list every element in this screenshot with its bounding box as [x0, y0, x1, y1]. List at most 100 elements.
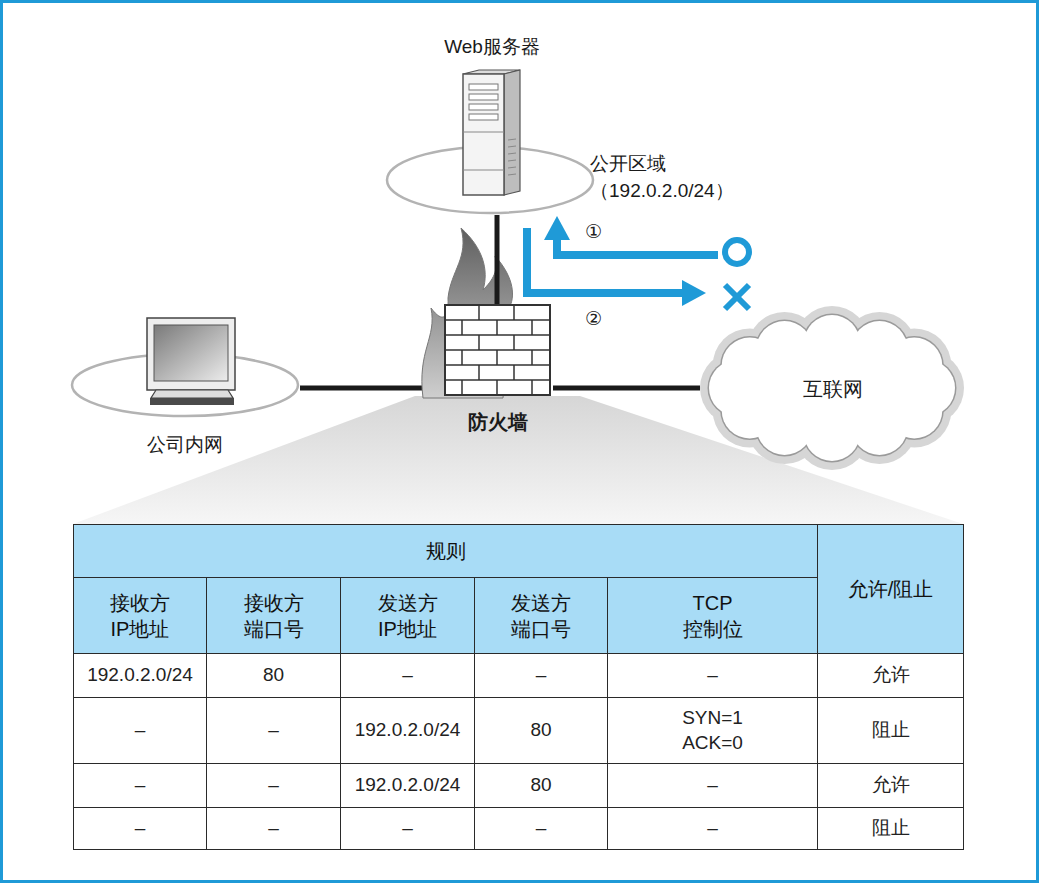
table-cell: 192.0.2.0/24 — [74, 654, 207, 698]
text-slot: 公司内网 — [70, 432, 300, 459]
uplink-wire — [495, 228, 500, 306]
node-label: 公开区域 （192.0.2.0/24） — [590, 153, 734, 201]
cell-text: 接收方 端口号 — [233, 590, 315, 642]
table-cell: 允许 — [818, 764, 964, 808]
intranet-ellipse: 公司内网 — [70, 352, 300, 418]
vent-line — [508, 174, 516, 175]
table-row: – – 192.0.2.0/24 80 SYN=1 ACK=0 阻止 — [74, 698, 964, 764]
drive-bay — [469, 84, 498, 90]
brick-joint — [478, 335, 480, 350]
node-label: 互联网 — [803, 378, 863, 400]
brick-joint — [461, 380, 463, 395]
table-cell: 192.0.2.0/24 — [341, 764, 475, 808]
cell-text: – — [536, 664, 547, 685]
brick-joint — [513, 365, 515, 380]
table-header-cell: 发送方 IP地址 — [341, 578, 475, 654]
vent-line — [508, 167, 516, 168]
cell-text: 80 — [530, 774, 551, 795]
table-header-cell: TCP 控制位 — [608, 578, 818, 654]
drive-bay — [469, 94, 498, 100]
text-slot: 防火墙 — [433, 408, 563, 436]
flow-arrow-allowed — [557, 238, 718, 255]
table-cell: – — [74, 808, 207, 850]
brick-joint — [478, 305, 480, 320]
table-cell: – — [608, 808, 818, 850]
arrow-head — [544, 216, 570, 240]
table-cell: – — [74, 764, 207, 808]
firewall-icon: 防火墙 — [443, 228, 553, 435]
cell-text: TCP 控制位 — [672, 590, 754, 642]
vent-line — [508, 146, 516, 147]
vent-line — [508, 139, 516, 140]
cell-text: – — [268, 774, 279, 795]
brick-joint — [478, 365, 480, 380]
cell-text: 允许 — [872, 774, 910, 795]
table-cell: – — [341, 654, 475, 698]
table-cell: 80 — [475, 764, 608, 808]
table-row: – – – – – 阻止 — [74, 808, 964, 850]
allow-mark — [725, 240, 749, 264]
callout-number: ② — [585, 309, 602, 328]
cell-text: – — [707, 817, 718, 838]
table-header-cell: 允许/阻止 — [818, 525, 964, 654]
text-slot: Web服务器 — [418, 34, 566, 61]
cell-text: 允许 — [872, 664, 910, 685]
node-shape — [443, 228, 553, 435]
server-front — [463, 74, 504, 195]
cell-text: – — [268, 719, 279, 740]
cell-text: – — [402, 664, 413, 685]
cell-text: 192.0.2.0/24 — [355, 774, 461, 795]
server-icon: Web服务器 — [463, 70, 521, 195]
cell-text: 发送方 IP地址 — [367, 590, 449, 642]
monitor-body — [147, 318, 235, 390]
cell-text: 发送方 端口号 — [500, 590, 582, 642]
cell-text: – — [707, 664, 718, 685]
cell-text: 阻止 — [872, 719, 910, 740]
server-side — [504, 70, 520, 195]
vent-line — [508, 153, 516, 154]
cell-text: – — [135, 719, 146, 740]
node-label: Web服务器 — [444, 36, 540, 57]
brick-joint — [531, 350, 533, 365]
callout-number: ① — [585, 222, 602, 241]
cell-text: 阻止 — [872, 817, 910, 838]
network-link — [495, 215, 500, 228]
cell-text: 80 — [530, 719, 551, 740]
cell-text: – — [268, 817, 279, 838]
brick-joint — [496, 380, 498, 395]
node-shape — [70, 352, 300, 418]
table-body: 规则允许/阻止接收方 IP地址接收方 端口号发送方 IP地址发送方 端口号TCP… — [74, 525, 964, 850]
monitor-stand — [151, 390, 233, 398]
panel-line — [463, 170, 504, 171]
cell-text: SYN=1 ACK=0 — [672, 706, 754, 755]
table-cell: SYN=1 ACK=0 — [608, 698, 818, 764]
table-row: 192.0.2.0/2480–––允许 — [74, 654, 964, 698]
table-cell: 192.0.2.0/24 — [341, 698, 475, 764]
brick-joint — [445, 334, 550, 336]
table-header-cell: 发送方 端口号 — [475, 578, 608, 654]
node-shape — [463, 70, 521, 195]
rule-table: 规则允许/阻止接收方 IP地址接收方 端口号发送方 IP地址发送方 端口号TCP… — [73, 524, 964, 850]
table-row: – – 192.0.2.0/24 80 – 允许 — [74, 764, 964, 808]
cell-text: 接收方 IP地址 — [99, 590, 181, 642]
table-cell: – — [475, 808, 608, 850]
table-header-cell: 接收方 端口号 — [207, 578, 341, 654]
cell-text: – — [135, 817, 146, 838]
cell-text: – — [707, 774, 718, 795]
cell-text: – — [402, 817, 413, 838]
internet-cloud: 互联网 — [700, 315, 965, 460]
brick-joint — [513, 335, 515, 350]
arrow-head — [682, 280, 706, 306]
cell-text: 192.0.2.0/24 — [355, 719, 461, 740]
node-label: 公司内网 — [147, 434, 223, 455]
monitor-base — [150, 398, 234, 405]
brick-joint — [461, 320, 463, 335]
table-cell: 阻止 — [818, 808, 964, 850]
block-mark — [725, 285, 749, 309]
cell-text: 192.0.2.0/24 — [87, 664, 193, 685]
zone-ellipse: 公开区域 （192.0.2.0/24）Web服务器 — [385, 145, 595, 215]
brick-joint — [531, 320, 533, 335]
drive-bay — [469, 114, 498, 120]
network-link — [553, 386, 700, 391]
table-cell: – — [207, 764, 341, 808]
